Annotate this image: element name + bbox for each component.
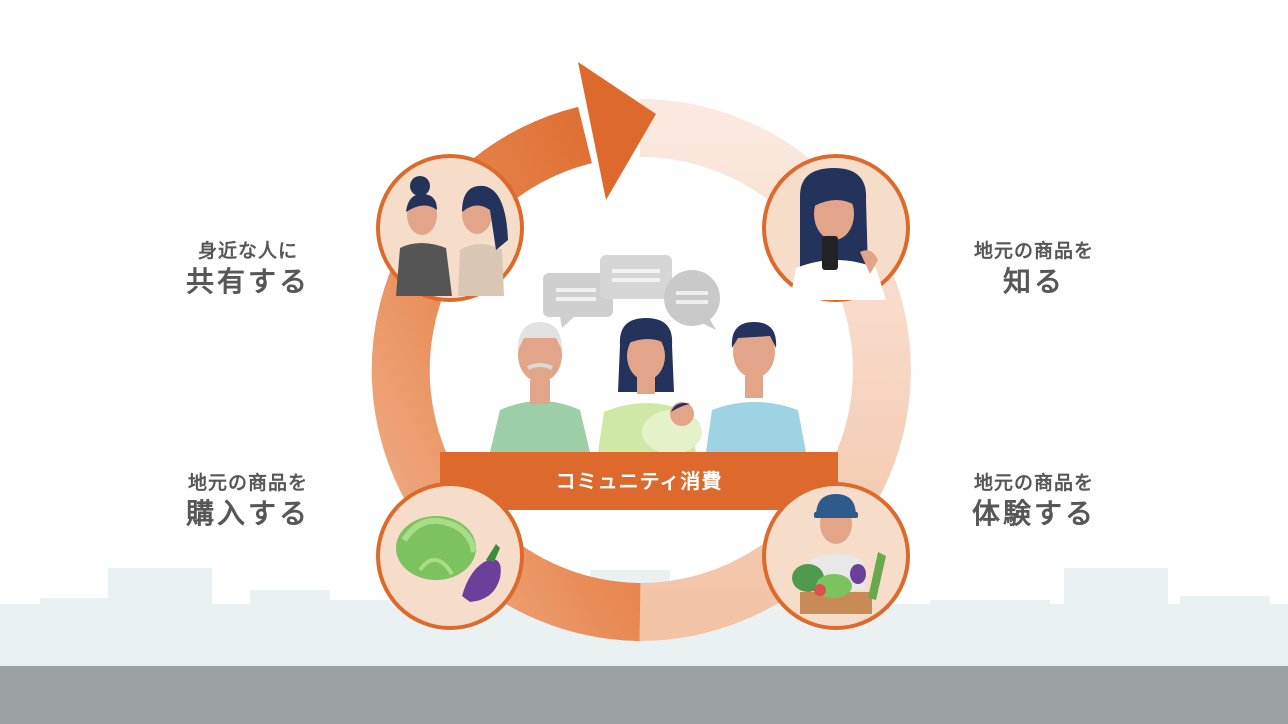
step-share-label: 身近な人に 共有する <box>128 240 368 299</box>
step-know-circle <box>762 154 910 302</box>
community-consumption-text: コミュニティ消費 <box>555 469 723 493</box>
cycle-ring-faded <box>639 99 911 641</box>
step-experience-line2: 体験する <box>971 496 1096 530</box>
step-buy-line2: 購入する <box>185 496 310 530</box>
cycle-arrow-head-icon <box>578 62 656 200</box>
family-chatting-icon <box>490 255 806 454</box>
two-women-talking-icon <box>396 176 508 296</box>
cabbage-and-eggplant-icon <box>396 516 501 602</box>
farmer-with-vegetables-icon <box>792 494 886 614</box>
step-share-circle <box>376 154 524 302</box>
step-know-line1: 地元の商品を <box>973 240 1094 262</box>
step-know-line2: 知る <box>1002 264 1065 298</box>
step-buy-circle <box>376 482 524 630</box>
step-buy-line1: 地元の商品を <box>187 472 308 494</box>
step-experience-label: 地元の商品を 体験する <box>914 472 1154 531</box>
woman-with-smartphone-icon <box>790 168 886 300</box>
step-experience-line1: 地元の商品を <box>973 472 1094 494</box>
community-consumption-banner <box>440 452 838 510</box>
step-know-label: 地元の商品を 知る <box>914 240 1154 299</box>
step-experience-circle <box>762 482 910 630</box>
step-share-line1: 身近な人に <box>197 240 298 262</box>
step-share-line2: 共有する <box>185 264 310 298</box>
step-buy-label: 地元の商品を 購入する <box>128 472 368 531</box>
ground-strip <box>0 666 1288 724</box>
